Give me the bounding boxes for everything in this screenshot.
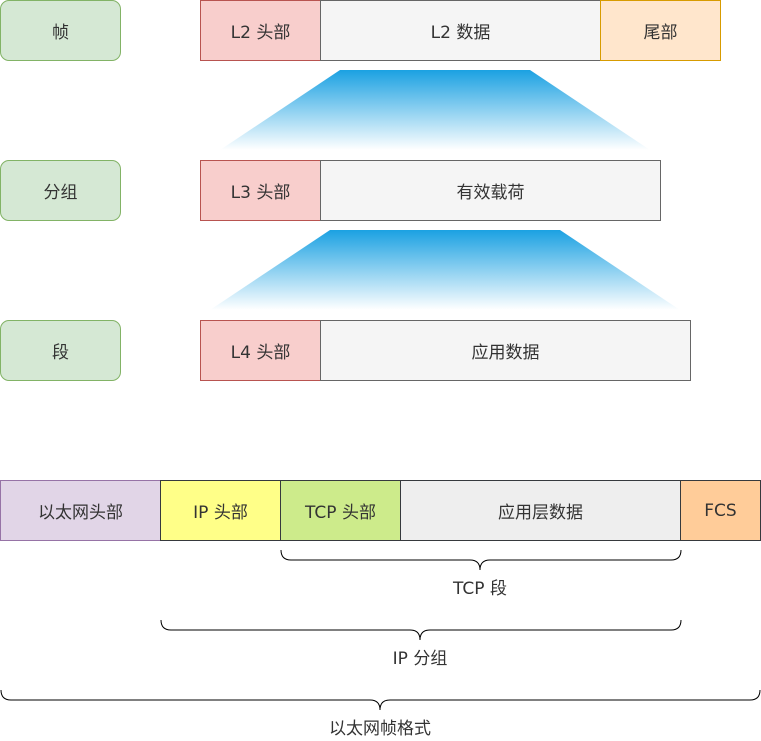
layer-label-segment: 段 bbox=[0, 320, 121, 381]
trailer-cell: 尾部 bbox=[600, 0, 721, 61]
l2-header-cell: L2 头部 bbox=[200, 0, 321, 61]
l3-header-cell: L3 头部 bbox=[200, 160, 321, 221]
ip-packet-label: IP 分组 bbox=[392, 649, 448, 669]
ethernet-frame-label: 以太网帧格式 bbox=[329, 719, 431, 739]
funnel-packet-to-segment bbox=[210, 230, 680, 310]
brace-tcp-segment bbox=[280, 549, 682, 571]
l2-data-cell: L2 数据 bbox=[320, 0, 601, 61]
l4-header-cell: L4 头部 bbox=[200, 320, 321, 381]
payload-cell: 有效载荷 bbox=[320, 160, 661, 221]
layer-label-packet: 分组 bbox=[0, 160, 121, 221]
layer-label-frame: 帧 bbox=[0, 0, 121, 61]
ip-header-cell: IP 头部 bbox=[160, 480, 281, 541]
funnel-frame-to-packet bbox=[220, 70, 650, 150]
tcp-header-cell: TCP 头部 bbox=[280, 480, 401, 541]
brace-ip-packet bbox=[160, 619, 682, 641]
fcs-cell: FCS bbox=[680, 480, 761, 541]
eth-header-cell: 以太网头部 bbox=[0, 480, 161, 541]
tcp-segment-label: TCP 段 bbox=[453, 579, 507, 599]
brace-ethernet-frame bbox=[0, 689, 761, 711]
app-data-cell: 应用数据 bbox=[320, 320, 691, 381]
app-layer-data-cell: 应用层数据 bbox=[400, 480, 681, 541]
